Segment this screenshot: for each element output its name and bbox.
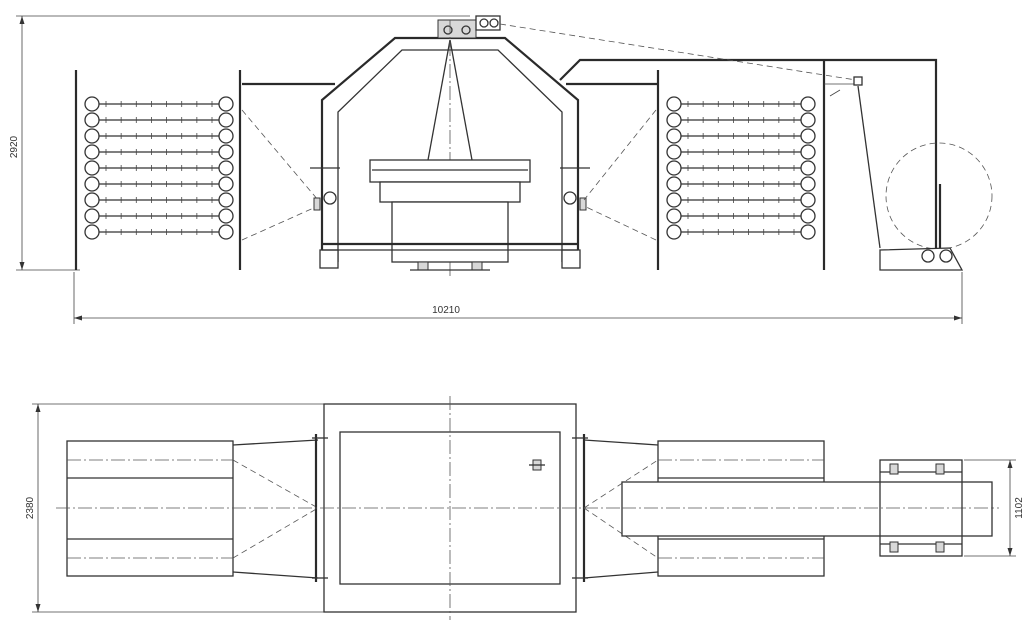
- left-creel-bobbin: [84, 208, 100, 224]
- right-creel-bobbin: [666, 128, 682, 144]
- right-creel-bobbin: [800, 96, 816, 112]
- left-creel-bobbin: [84, 176, 100, 192]
- left-creel-bobbin: [84, 224, 100, 240]
- width-dimension-label: 2380: [25, 496, 36, 519]
- tube-width-dimension-label: 1102: [1014, 497, 1024, 519]
- take-up-frame: [499, 23, 993, 271]
- right-creel-bobbin: [666, 224, 682, 240]
- right-creel-bobbin: [800, 144, 816, 160]
- length-dimension: 10210: [73, 272, 963, 324]
- left-creel-bobbin: [218, 160, 234, 176]
- left-creel-bobbin: [218, 192, 234, 208]
- left-creel-bobbin: [218, 128, 234, 144]
- plan-view: 2380: [25, 396, 1024, 620]
- right-creel-bobbin: [800, 208, 816, 224]
- left-creel-bobbin: [218, 208, 234, 224]
- right-creel-bobbin: [666, 176, 682, 192]
- length-dimension-label: 10210: [432, 305, 460, 316]
- left-creel-bobbin: [84, 192, 100, 208]
- left-creel-bobbin: [84, 144, 100, 160]
- left-creel-bobbin: [84, 128, 100, 144]
- left-creel-bobbin: [218, 144, 234, 160]
- left-creel-bobbin: [218, 96, 234, 112]
- left-creel-bobbin: [84, 112, 100, 128]
- right-creel-bobbin: [666, 208, 682, 224]
- elevation-view: 2920: [9, 15, 993, 324]
- left-creel-bobbin: [218, 176, 234, 192]
- right-creel-bobbin: [800, 192, 816, 208]
- right-creel-bobbin: [666, 144, 682, 160]
- tube-width-dimension: 1102: [964, 459, 1024, 557]
- right-creel-bobbin: [666, 160, 682, 176]
- right-creel-bobbin: [800, 160, 816, 176]
- output-tube-plan: [621, 459, 993, 557]
- left-creel-plan: [66, 439, 319, 579]
- braiding-machine: [310, 15, 590, 276]
- right-creel-bobbin: [800, 112, 816, 128]
- left-creel-bobbin: [218, 224, 234, 240]
- left-creel-rack: [74, 70, 335, 270]
- left-creel-bobbin: [84, 160, 100, 176]
- right-creel-bobbin: [666, 96, 682, 112]
- right-creel-bobbin: [800, 224, 816, 240]
- right-creel-bobbin: [666, 112, 682, 128]
- motor-symbol: [529, 459, 545, 471]
- right-creel-bobbin: [800, 176, 816, 192]
- left-creel-bobbin: [218, 112, 234, 128]
- height-dimension: 2920: [9, 15, 470, 271]
- right-creel-bobbin: [800, 128, 816, 144]
- height-dimension-label: 2920: [9, 135, 20, 158]
- right-creel-bobbin: [666, 192, 682, 208]
- left-creel-bobbin: [84, 96, 100, 112]
- width-dimension: 2380: [25, 403, 324, 613]
- right-creel-rack: [566, 60, 826, 270]
